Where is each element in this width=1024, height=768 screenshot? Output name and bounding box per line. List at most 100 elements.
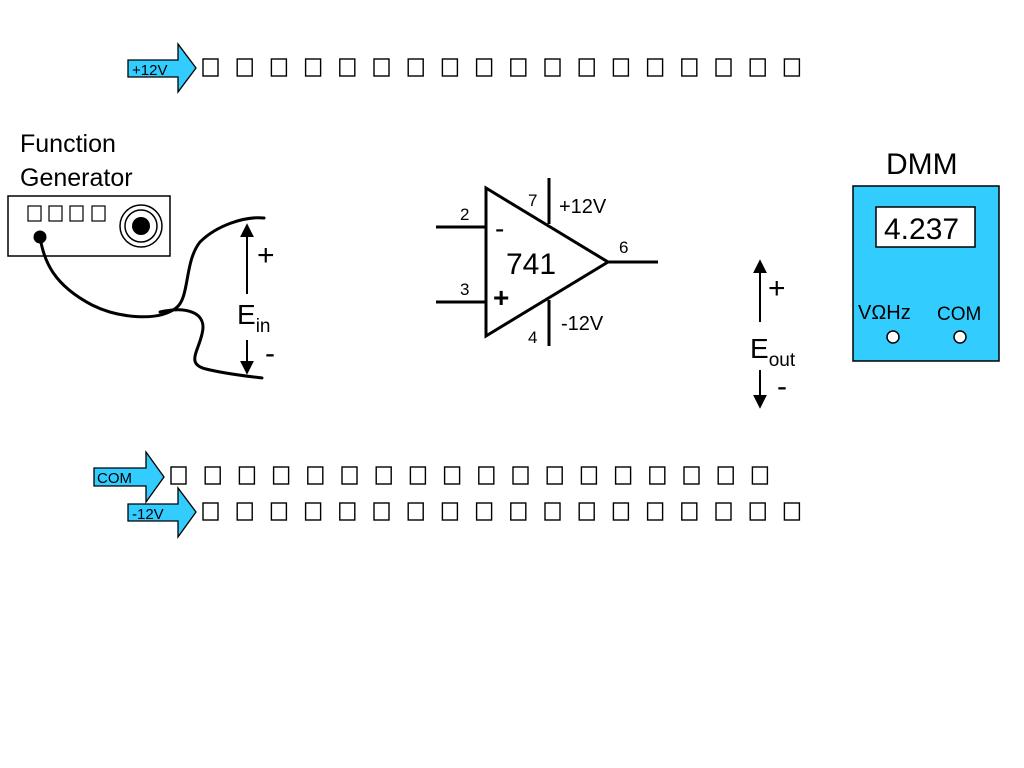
rail-minus12v-hole: [510, 502, 527, 521]
rail-plus12v-hole: [510, 58, 527, 77]
bnc-connector-icon[interactable]: [119, 204, 163, 248]
rail-minus12v-hole: [373, 502, 390, 521]
rail-plus12v-hole: [783, 58, 801, 77]
rail-com-hole: [580, 466, 598, 485]
rail-minus12v-hole: [202, 502, 219, 521]
rail-plus12v-hole: [646, 58, 664, 77]
dmm-com-jack-icon[interactable]: [953, 330, 967, 344]
rail-minus12v-hole: [339, 502, 356, 521]
rail-com-hole: [512, 466, 529, 485]
fg-button-2[interactable]: [48, 205, 63, 222]
fg-lead-wire-upper: [38, 216, 266, 319]
rail-com-hole: [272, 466, 290, 485]
rail-com-hole: [614, 466, 632, 485]
rail-plus12v-label: +12V: [132, 62, 167, 79]
rail-plus12v-hole: [270, 58, 288, 77]
rail-com-hole: [443, 466, 461, 485]
rail-minus12v-hole: [544, 502, 561, 521]
rail-com-hole: [375, 466, 392, 485]
ein-minus-sign: -: [265, 337, 275, 370]
rail-minus12v-hole: [441, 502, 459, 521]
rail-minus12v-hole: [475, 502, 493, 521]
opamp-triangle: [484, 185, 611, 339]
eout-plus-sign: +: [768, 272, 786, 305]
opamp-pin4-number: 4: [528, 328, 537, 347]
dmm-jack-com-label: COM: [937, 304, 981, 325]
rail-minus12v-holes: [202, 502, 801, 521]
opamp-part-label: 741: [506, 248, 556, 281]
eout-label-sub: out: [769, 350, 796, 371]
rail-plus12v-hole: [236, 58, 253, 77]
rail-com-arrow-icon: [93, 449, 165, 505]
opamp-741: 741 - + 2 3 7 4 6 +12V -12V: [436, 178, 658, 347]
rail-com-hole: [409, 466, 427, 485]
rail-plus12v-hole: [715, 58, 732, 77]
rail-plus12v-hole: [475, 58, 493, 77]
rail-plus12v-hole: [304, 58, 322, 77]
dmm-jack-voltage-label: VΩHz: [858, 302, 911, 324]
fg-button-1[interactable]: [27, 205, 42, 222]
rail-minus12v-hole: [236, 502, 253, 521]
rail-com-hole: [238, 466, 256, 485]
function-generator-title-line1: Function: [20, 130, 116, 158]
rail-com-hole: [546, 466, 563, 485]
function-generator-buttons: [27, 205, 106, 222]
rail-plus12v-hole: [441, 58, 459, 77]
rail-minus12v-hole: [715, 502, 732, 521]
rail-plus12v: +12V: [127, 42, 801, 94]
rail-minus12v-hole: [681, 502, 698, 521]
ein-label-sub: in: [256, 316, 271, 337]
rail-com-label: COM: [97, 470, 132, 487]
ein-label: Ein: [237, 299, 270, 337]
rail-plus12v-hole: [407, 58, 424, 77]
rail-plus12v-hole: [202, 58, 219, 77]
rail-plus12v-holes: [202, 58, 801, 77]
fg-button-3[interactable]: [69, 205, 84, 222]
opamp-vplus-label: +12V: [559, 196, 607, 218]
rail-com-hole: [683, 466, 700, 485]
rail-minus12v-hole: [578, 502, 595, 521]
opamp-pin6-number: 6: [619, 238, 628, 257]
rail-com-hole: [204, 466, 221, 485]
ein-label-main: E: [237, 299, 256, 330]
rail-com-hole: [751, 466, 769, 485]
rail-minus12v-label: -12V: [132, 506, 164, 523]
opamp-inverting-symbol: -: [495, 213, 504, 244]
opamp-pin7-number: 7: [528, 191, 537, 210]
rail-plus12v-hole: [578, 58, 595, 77]
rail-com: COM: [93, 449, 769, 505]
rail-minus12v-hole: [783, 502, 801, 521]
rail-minus12v-arrow-icon: [127, 486, 197, 540]
rail-minus12v-hole: [407, 502, 424, 521]
dmm-voltage-jack-icon[interactable]: [886, 330, 900, 344]
dmm-title: DMM: [886, 148, 958, 181]
rail-plus12v-hole: [373, 58, 390, 77]
rail-plus12v-hole: [749, 58, 766, 77]
opamp-vminus-label: -12V: [561, 313, 604, 335]
rail-minus12v-hole: [646, 502, 664, 521]
rail-com-hole: [478, 466, 495, 485]
output-voltage-indicator: + - Eout: [750, 259, 796, 409]
rail-plus12v-hole: [612, 58, 630, 77]
rail-plus12v-hole: [544, 58, 561, 77]
eout-label-main: E: [750, 333, 769, 364]
rail-plus12v-hole: [339, 58, 356, 77]
rail-com-hole: [170, 466, 187, 485]
rail-com-hole: [341, 466, 358, 485]
eout-label: Eout: [750, 333, 796, 371]
rail-com-holes: [170, 466, 769, 485]
rail-com-hole: [307, 466, 324, 485]
function-generator: Function Generator: [7, 130, 171, 257]
rail-plus12v-hole: [681, 58, 698, 77]
rail-minus12v-hole: [749, 502, 766, 521]
rail-plus12v-arrow-icon: [127, 42, 197, 94]
eout-minus-sign: -: [777, 370, 787, 403]
rail-minus12v: -12V: [127, 486, 801, 540]
rail-minus12v-hole: [612, 502, 630, 521]
opamp-pin3-number: 3: [460, 280, 469, 299]
fg-button-4[interactable]: [91, 205, 106, 222]
rail-minus12v-hole: [270, 502, 288, 521]
rail-com-hole: [717, 466, 734, 485]
input-voltage-indicator: + - Ein: [237, 223, 275, 375]
